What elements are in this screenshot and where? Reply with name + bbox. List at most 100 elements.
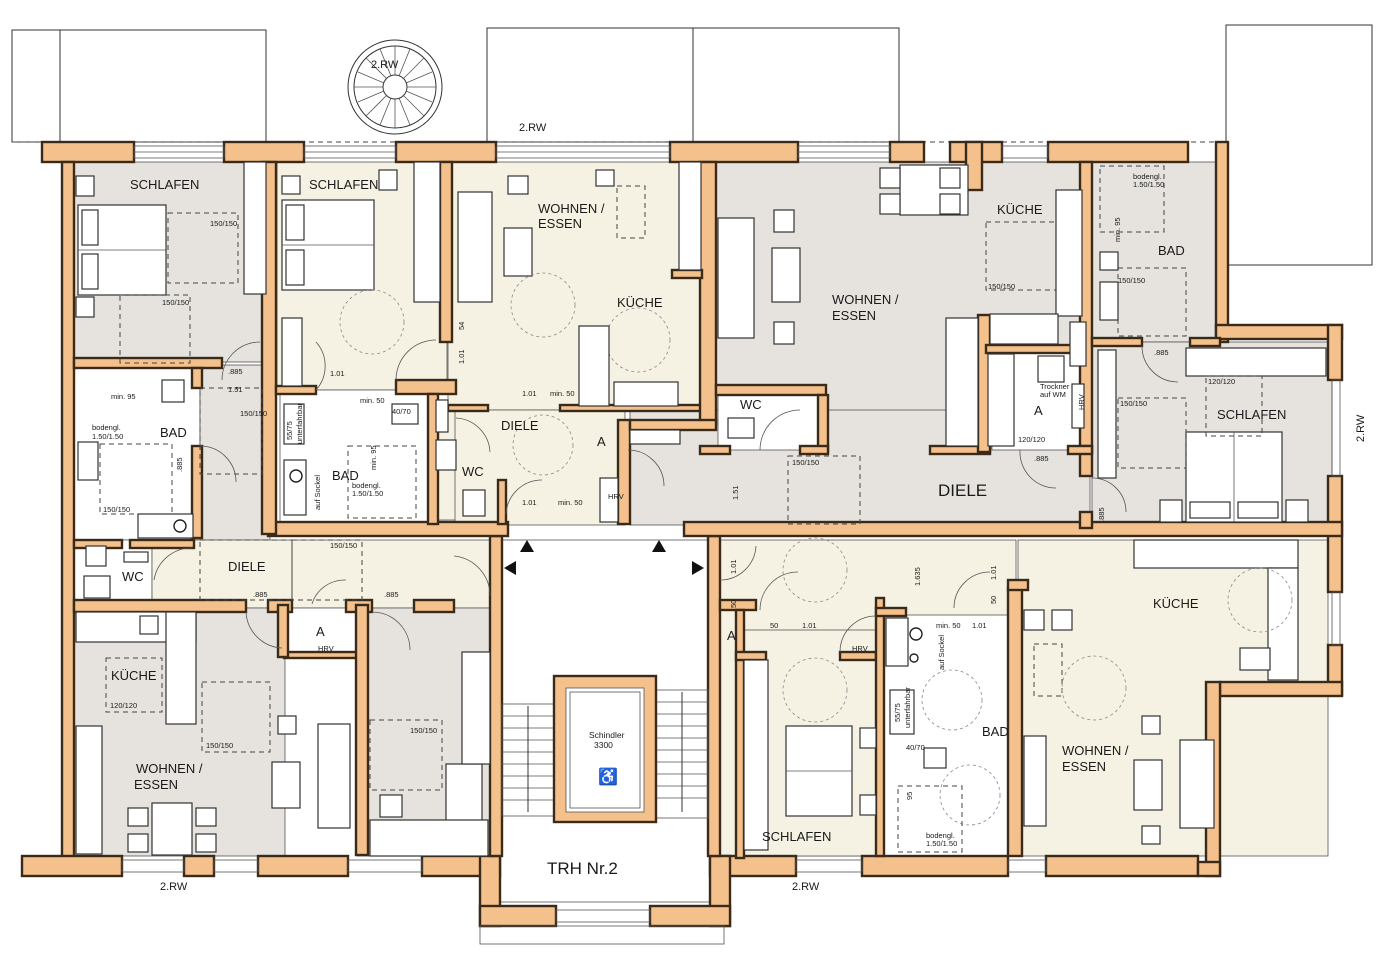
note-min50: min. 50 — [550, 389, 575, 398]
balcony-right — [1225, 24, 1373, 266]
label-a-4: A — [727, 628, 736, 643]
label-kueche-3: KÜCHE — [997, 202, 1043, 217]
dim-151: 1.51 — [228, 385, 243, 394]
dim-885: .885 — [228, 367, 243, 376]
note-hrv: HRV — [318, 644, 334, 653]
label-bad-3: BAD — [1158, 243, 1185, 258]
label-essen-4: ESSEN — [1062, 759, 1106, 774]
dim-150: 150/150 — [210, 219, 237, 228]
elevator-model: 3300 — [594, 740, 613, 750]
label-kueche-2: KÜCHE — [617, 295, 663, 310]
dim-101: 1.01 — [972, 621, 987, 630]
wheelchair-icon: ♿ — [598, 767, 618, 786]
label-bad-4: BAD — [982, 724, 1009, 739]
elevator-brand: Schindler — [589, 730, 625, 740]
dim-150: 150/150 — [1120, 399, 1147, 408]
landing-arrows — [504, 540, 704, 575]
dim-101: 1.01 — [522, 498, 537, 507]
room-a-1 — [284, 607, 358, 659]
dim-885: .885 — [253, 590, 268, 599]
note-trockner: Trockner — [1040, 382, 1070, 391]
rw-label-bottom-left: 2.RW — [160, 881, 188, 893]
spiral-stair: 2.RW — [347, 39, 443, 135]
spiral-stair-outer — [347, 39, 443, 135]
dim-150: 150/150 — [103, 505, 130, 514]
furniture — [75, 161, 1327, 857]
label-wohnen-2: WOHNEN / — [538, 201, 605, 216]
note-hrv: HRV — [1077, 394, 1086, 410]
dim-150: 150/150 — [240, 409, 267, 418]
dim-885: .885 — [175, 457, 184, 472]
dim-54: 54 — [457, 322, 466, 330]
dim-101: 1.01 — [522, 389, 537, 398]
dim-101: 1.01 — [802, 621, 817, 630]
note-min50: min. 50 — [936, 621, 961, 630]
note-auf-sockel: auf Sockel — [937, 635, 946, 670]
dim-101: 1.01 — [989, 565, 998, 580]
label-essen-3: ESSEN — [832, 308, 876, 323]
dim-101: 1.01 — [330, 369, 345, 378]
elevator-labels: Schindler 3300 ♿ — [589, 730, 625, 786]
note-min50: min. 50 — [558, 498, 583, 507]
note-unterfahrbar: unterfahrbar — [903, 687, 912, 728]
balcony-left-inner — [59, 29, 267, 143]
rw-label-right: 2.RW — [1355, 414, 1367, 442]
dim-150: 150/150 — [330, 541, 357, 550]
note-bodengl: bodengl. — [926, 831, 955, 840]
dim-150: 150/150 — [1118, 276, 1145, 285]
dim-150: 150/150 — [206, 741, 233, 750]
label-bad-1: BAD — [160, 425, 187, 440]
label-wc-2: WC — [462, 464, 484, 479]
balcony-left — [11, 29, 267, 143]
dim-55-75: 55/75 — [893, 703, 902, 722]
dim-40-70: 40/70 — [906, 743, 925, 752]
dim-101: 1.01 — [729, 559, 738, 574]
dim-150: 150/150 — [162, 298, 189, 307]
dim-40-70: 40/70 — [392, 407, 411, 416]
label-wohnen-1: WOHNEN / — [136, 761, 203, 776]
note-bodengl: bodengl. — [352, 481, 381, 490]
label-schlafen-1: SCHLAFEN — [130, 177, 199, 192]
note-bodengl: bodengl. — [92, 423, 121, 432]
note-unterfahrbar: unterfahrbar — [295, 403, 304, 444]
dim-120: 120/120 — [110, 701, 137, 710]
windows — [121, 145, 1341, 945]
note-bodengl: bodengl. — [1133, 172, 1162, 181]
doors — [153, 339, 1179, 653]
room-diele-1 — [151, 539, 493, 609]
label-wc-1: WC — [122, 569, 144, 584]
dim-150: 150/150 — [792, 458, 819, 467]
dim-1635: 1.635 — [913, 567, 922, 586]
dim-55-75: 55/75 — [285, 421, 294, 440]
dim-95: 95 — [905, 792, 914, 800]
dim-150: 150/150 — [988, 282, 1015, 291]
label-wc-3: WC — [740, 397, 762, 412]
note-min95: min. 95 — [111, 392, 136, 401]
dimension-notes: 150/150 150/150 .885 1.51 150/150 min. 9… — [92, 172, 1235, 848]
rw-label-bottom-right: 2.RW — [792, 881, 820, 893]
rw-label-stair: 2.RW — [371, 59, 399, 71]
dim-885: .885 — [384, 590, 399, 599]
note-bodengl-size: 1.50/1.50 — [92, 432, 123, 441]
dim-50: 50 — [989, 596, 998, 604]
label-a-3: A — [1034, 403, 1043, 418]
note-bodengl-size: 1.50/1.50 — [1133, 180, 1164, 189]
label-staircase: TRH Nr.2 — [547, 859, 618, 878]
label-wohnen-3: WOHNEN / — [832, 292, 899, 307]
dim-885: .885 — [1097, 507, 1106, 522]
dim-885: .885 — [1154, 348, 1169, 357]
label-wohnen-4: WOHNEN / — [1062, 743, 1129, 758]
label-essen-1: ESSEN — [134, 777, 178, 792]
label-schlafen-4: SCHLAFEN — [762, 829, 831, 844]
note-min50: min. 50 — [360, 396, 385, 405]
elevator — [552, 674, 658, 824]
label-a-1: A — [316, 624, 325, 639]
dim-120: 120/120 — [1208, 377, 1235, 386]
note-auf-sockel: auf Sockel — [313, 475, 322, 510]
note-trockner-wm: auf WM — [1040, 390, 1066, 399]
label-diele-3: DIELE — [938, 481, 987, 500]
label-diele-2: DIELE — [501, 418, 539, 433]
label-a-2: A — [597, 434, 606, 449]
label-essen-2: ESSEN — [538, 216, 582, 231]
